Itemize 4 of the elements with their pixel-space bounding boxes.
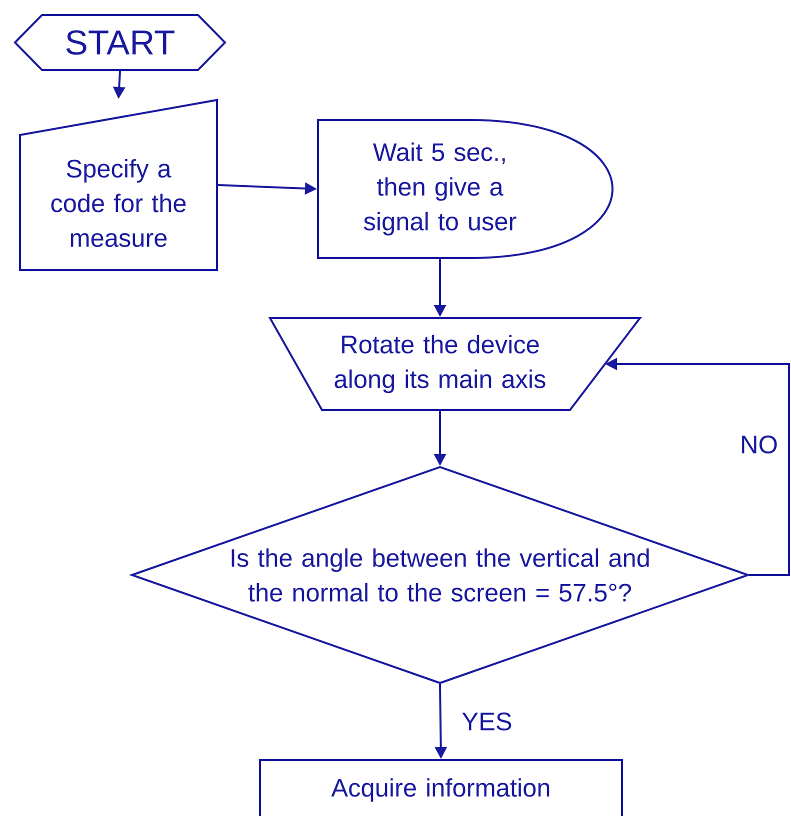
edge-label: NO (737, 432, 781, 456)
process-box: Acquire information (259, 759, 623, 816)
manual-input-box: Specify a code for the measure (19, 98, 218, 271)
edge-label: YES (459, 710, 516, 734)
